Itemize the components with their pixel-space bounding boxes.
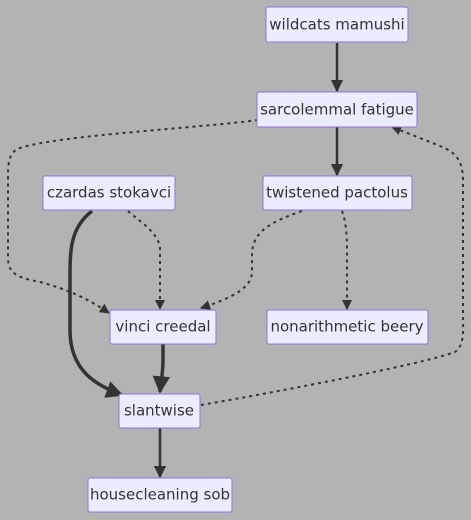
edge-czardas-stokavci-to-vinci-creedal bbox=[127, 210, 165, 310]
node-label: nonarithmetic beery bbox=[270, 318, 423, 336]
node-vinci-creedal[interactable]: vinci creedal bbox=[109, 309, 217, 345]
node-nonarithmetic-beery[interactable]: nonarithmetic beery bbox=[266, 309, 429, 345]
edge-twistened-pactolus-to-vinci-creedal bbox=[200, 210, 303, 310]
node-twistened-pactolus[interactable]: twistened pactolus bbox=[262, 175, 413, 211]
node-sarcolemmal-fatigue[interactable]: sarcolemmal fatigue bbox=[256, 91, 418, 128]
node-wildcats-mamushi[interactable]: wildcats mamushi bbox=[265, 6, 409, 43]
node-label: slantwise bbox=[124, 402, 194, 420]
node-czardas-stokavci[interactable]: czardas stokavci bbox=[42, 175, 176, 211]
edge-sarcolemmal-fatigue-to-vinci-creedal bbox=[7, 119, 259, 314]
node-slantwise[interactable]: slantwise bbox=[118, 393, 201, 429]
node-label: vinci creedal bbox=[115, 318, 210, 336]
edge-vinci-creedal-to-slantwise bbox=[152, 344, 171, 394]
node-label: twistened pactolus bbox=[266, 184, 408, 202]
edges bbox=[7, 43, 465, 479]
edge-slantwise-to-sarcolemmal-fatigue bbox=[200, 125, 465, 406]
node-label: czardas stokavci bbox=[47, 184, 171, 202]
edge-czardas-stokavci-to-slantwise bbox=[68, 209, 124, 398]
node-label: housecleaning sob bbox=[90, 486, 230, 504]
edge-twistened-pactolus-to-nonarithmetic-beery bbox=[341, 210, 352, 310]
node-label: sarcolemmal fatigue bbox=[260, 101, 414, 119]
node-label: wildcats mamushi bbox=[269, 16, 404, 34]
node-housecleaning-sob[interactable]: housecleaning sob bbox=[87, 477, 233, 513]
